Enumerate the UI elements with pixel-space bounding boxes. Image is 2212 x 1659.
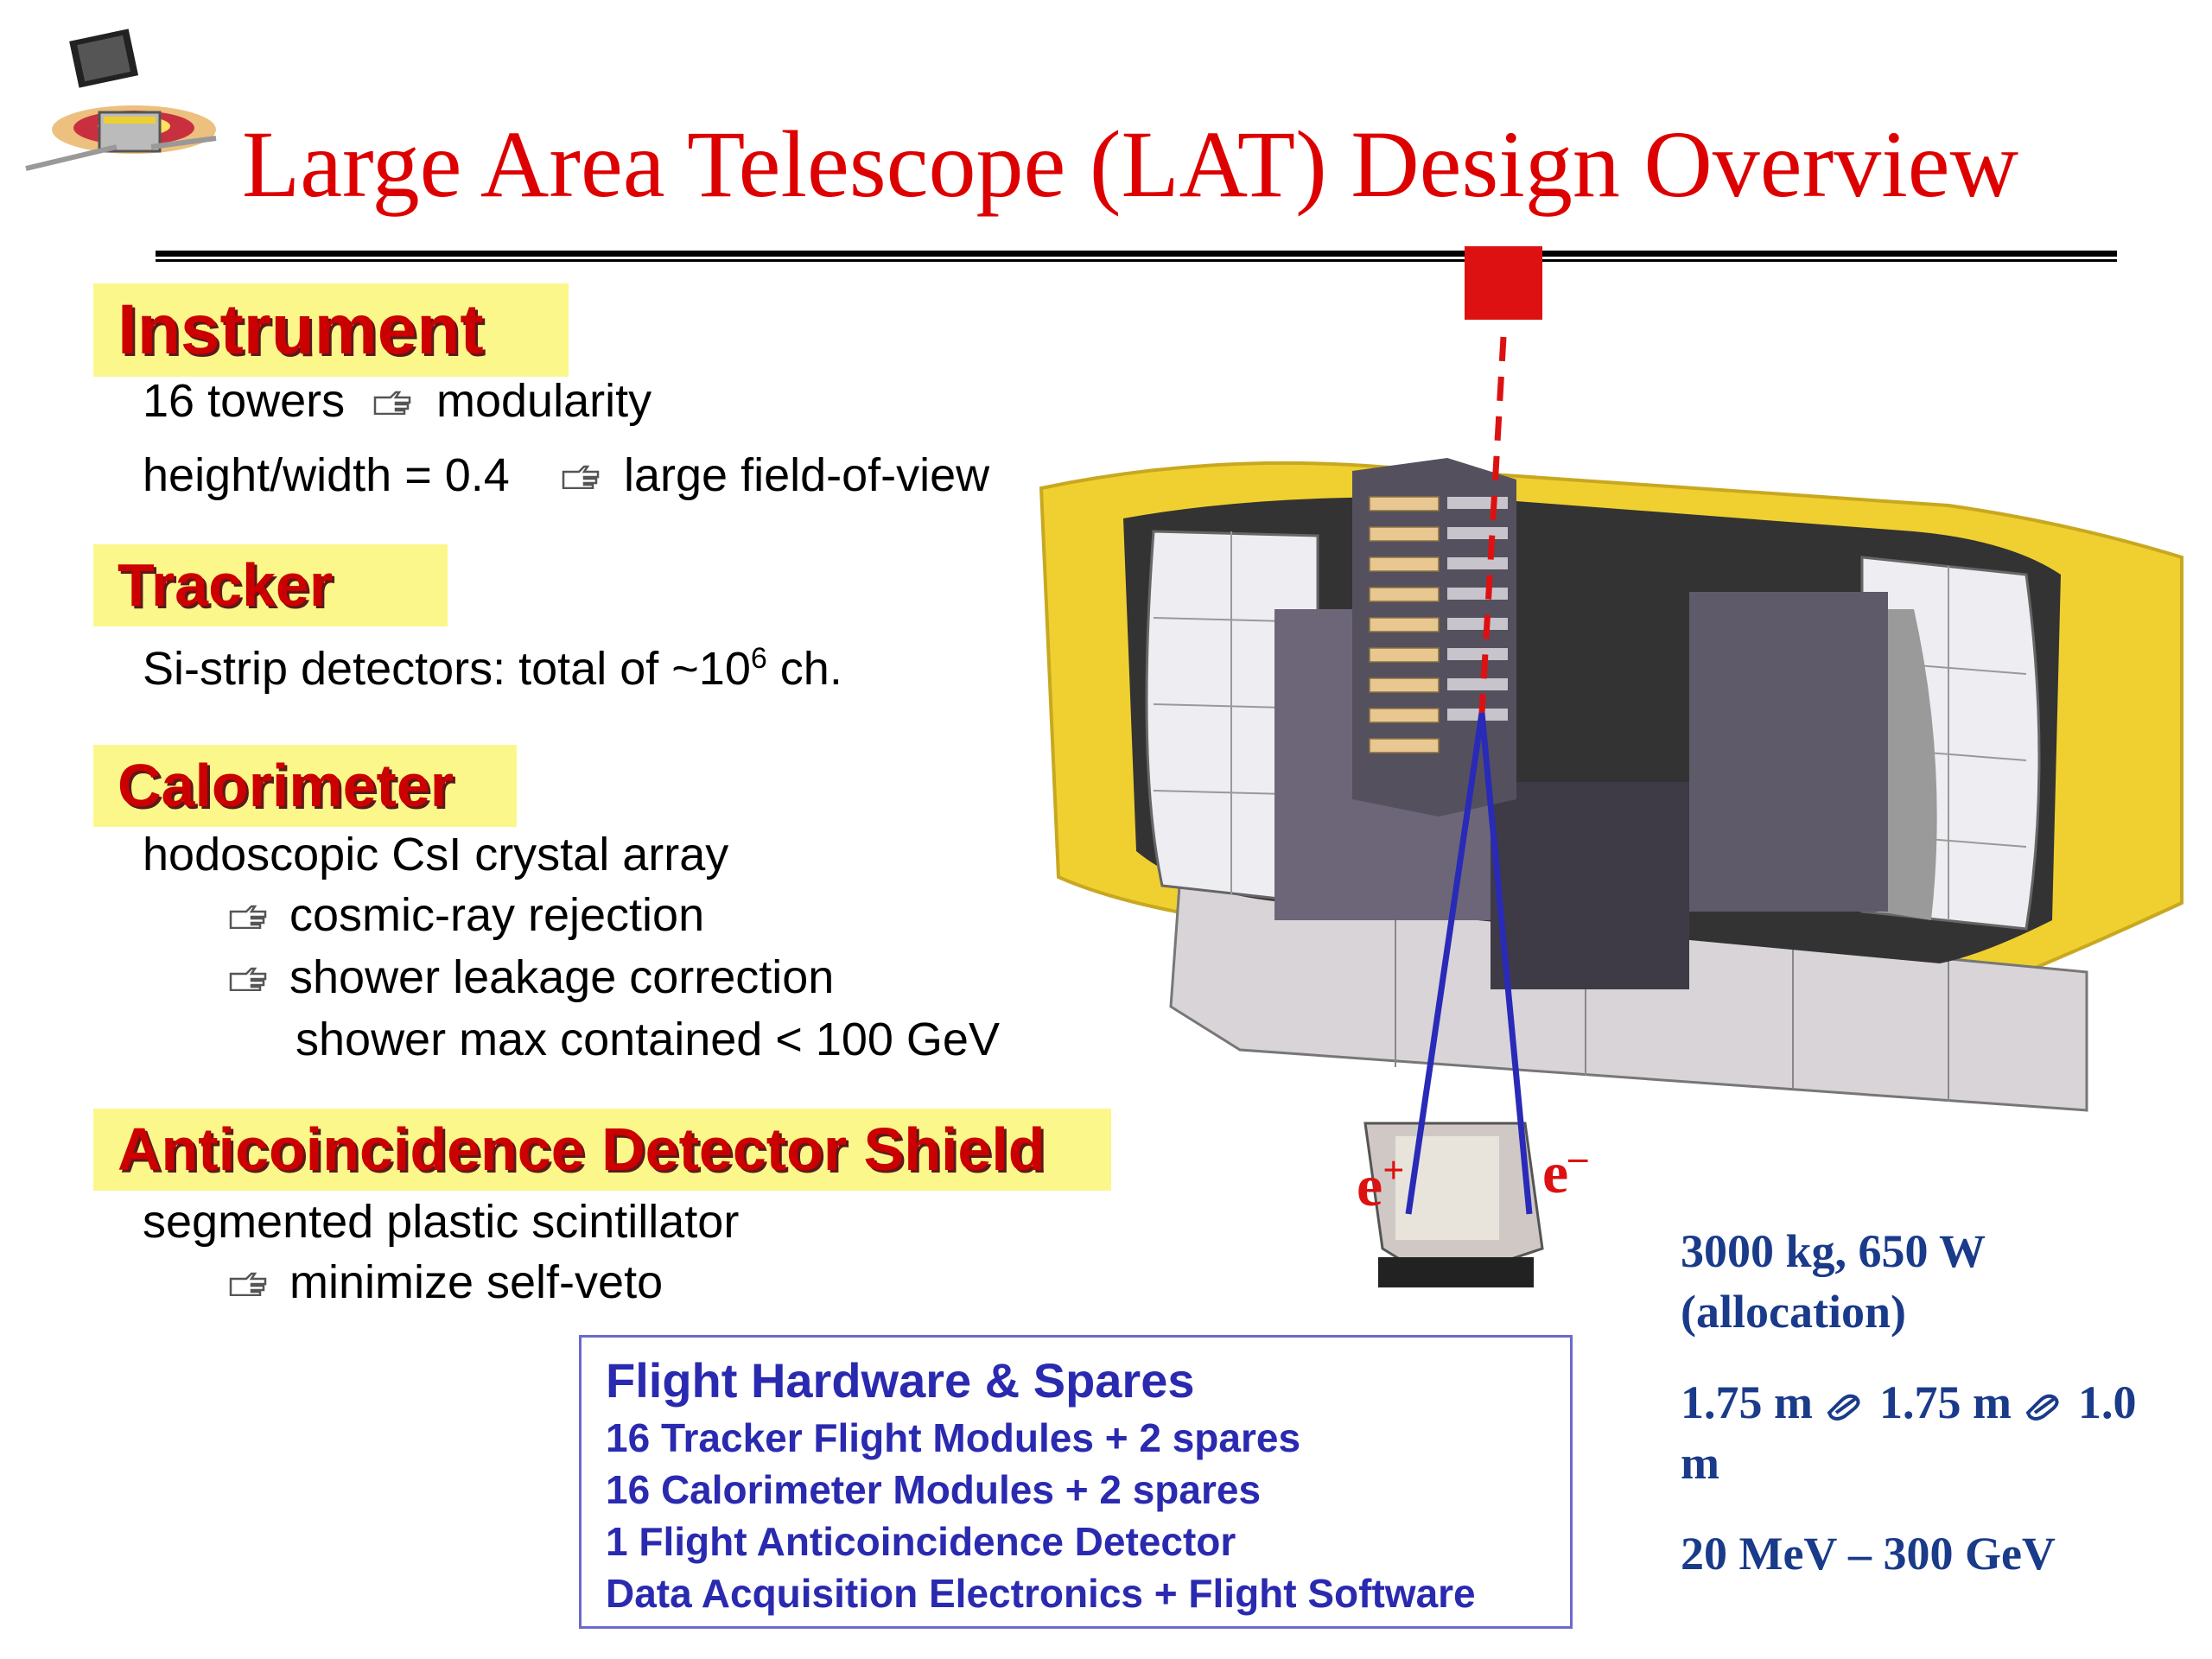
acd-line-2: minimize self-veto bbox=[289, 1256, 664, 1308]
tracker-line-unit: ch. bbox=[766, 643, 842, 695]
positron-charge: + bbox=[1382, 1149, 1404, 1192]
flight-hardware-title: Flight Hardware & Spares bbox=[606, 1353, 1195, 1408]
section-header-label: Instrument bbox=[118, 290, 484, 369]
instrument-line-2a: height/width = 0.4 bbox=[143, 449, 510, 501]
spec-dimensions: 1.75 m 1.75 m 1.0 bbox=[1681, 1374, 2136, 1431]
instrument-line-2b: large field-of-view bbox=[624, 449, 990, 501]
instrument-line-1b: modularity bbox=[436, 375, 652, 427]
page-title: Large Area Telescope (LAT) Design Overvi… bbox=[242, 111, 2019, 217]
cross-icon bbox=[2026, 1394, 2059, 1421]
dim-a: 1.75 m bbox=[1681, 1376, 1813, 1428]
dim-b: 1.75 m bbox=[1878, 1376, 2012, 1428]
cross-icon bbox=[1827, 1394, 1860, 1421]
tracker-line-exponent: 6 bbox=[750, 642, 767, 675]
flight-hardware-item: 16 Tracker Flight Modules + 2 spares bbox=[606, 1415, 1301, 1460]
glast-logo bbox=[25, 29, 217, 171]
section-header-label: Calorimeter bbox=[118, 752, 454, 819]
calorimeter-line-3: shower leakage correction bbox=[289, 951, 835, 1003]
flight-hardware-item: 1 Flight Anticoincidence Detector bbox=[606, 1519, 1236, 1564]
pointing-hand-icon bbox=[373, 391, 411, 415]
positron-label: e+ bbox=[1357, 1149, 1404, 1218]
electron-label: e– bbox=[1542, 1136, 1588, 1205]
flight-hardware-item: 16 Calorimeter Modules + 2 spares bbox=[606, 1467, 1262, 1512]
electron-letter: e bbox=[1542, 1140, 1568, 1205]
lat-cutaway-illustration: e+ e– bbox=[1039, 246, 2183, 1287]
spec-mass-power: 3000 kg, 650 W bbox=[1681, 1225, 1986, 1277]
pointing-hand-icon bbox=[229, 1272, 267, 1296]
flight-hardware-box: Flight Hardware & Spares 16 Tracker Flig… bbox=[579, 1335, 1573, 1629]
calorimeter-line-1: hodoscopic CsI crystal array bbox=[143, 829, 729, 880]
section-header-instrument: Instrument bbox=[93, 283, 569, 377]
tracker-line: Si-strip detectors: total of ~106 ch. bbox=[143, 631, 842, 696]
calorimeter-line-2: cosmic-ray rejection bbox=[289, 889, 705, 941]
section-header-label: Anticoincidence Detector Shield bbox=[118, 1116, 1046, 1183]
title-divider-thin bbox=[156, 259, 2117, 262]
pointing-hand-icon bbox=[562, 465, 600, 489]
positron-letter: e bbox=[1357, 1153, 1382, 1218]
pointing-hand-icon bbox=[229, 905, 267, 929]
acd-line-1: segmented plastic scintillator bbox=[143, 1196, 740, 1248]
dim-c: 1.0 bbox=[2077, 1376, 2137, 1428]
spec-energy-range: 20 MeV – 300 GeV bbox=[1681, 1528, 2056, 1580]
calorimeter-line-4: shower max contained < 100 GeV bbox=[296, 1014, 1000, 1065]
section-header-label: Tracker bbox=[118, 551, 334, 619]
instrument-line-1a: 16 towers bbox=[143, 375, 346, 427]
title-divider bbox=[156, 251, 2117, 257]
flight-hardware-item: Data Acquisition Electronics + Flight So… bbox=[606, 1571, 1476, 1616]
spec-dimension-unit: m bbox=[1681, 1437, 1719, 1489]
section-header-acd: Anticoincidence Detector Shield bbox=[93, 1109, 1111, 1191]
pointing-hand-icon bbox=[229, 967, 267, 991]
electron-charge: – bbox=[1567, 1136, 1588, 1179]
section-header-tracker: Tracker bbox=[93, 544, 448, 626]
tracker-line-text: Si-strip detectors: total of ~10 bbox=[143, 643, 751, 695]
section-header-calorimeter: Calorimeter bbox=[93, 745, 517, 827]
spec-allocation: (allocation) bbox=[1681, 1286, 1906, 1338]
